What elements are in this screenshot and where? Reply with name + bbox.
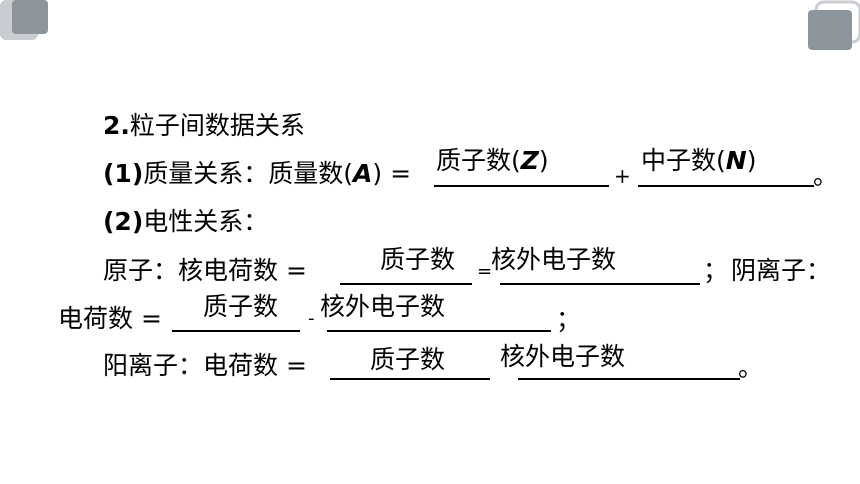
answer-cation-proton: 质子数 [370,345,446,374]
plus-sign: + [614,164,631,188]
blank-cation-1 [330,378,490,380]
item2-prefix: (2) [103,207,144,236]
anion-label-start: 阴离子： [731,256,832,285]
cation-end: 。 [738,353,764,382]
answer-proton-number-z: 质子数(Z) [436,146,549,175]
answer-anion-proton: 质子数 [203,292,279,321]
item2-label: 电性关系： [143,207,269,236]
blank-atom-2 [500,283,700,285]
blank-cation-2 [518,378,740,380]
answer-atom-proton: 质子数 [380,245,456,274]
anion-end: ； [556,305,582,334]
corner-decoration-top-left [0,0,50,50]
heading-text: 粒子间数据关系 [129,111,305,140]
atom-label: 原子：核电荷数 = [103,256,307,285]
item1-prefix: (1) [103,159,144,188]
answer-atom-electrons: 核外电子数 [491,245,617,274]
blank-anion-2 [327,330,551,332]
item1-close: ) = [372,159,412,188]
answer-neutron-number-n: 中子数(N) [641,146,757,175]
anion-minus: - [308,308,315,329]
heading-number: 2. [103,111,130,140]
anion-label: 电荷数 = [58,304,162,333]
item1-var-a: A [353,159,373,188]
blank-atom-1 [340,283,472,285]
mass-line-end: 。 [813,161,839,190]
blank-mass-1 [434,185,609,187]
blank-mass-2 [638,185,814,187]
answer-cation-electrons: 核外电子数 [500,342,626,371]
atom-equals: = [477,261,493,282]
blank-anion-1 [172,330,300,332]
corner-decoration-top-right [806,0,860,54]
item1-label: 质量关系：质量数( [143,159,354,188]
section-heading: 2.粒子间数据关系 [103,111,305,141]
electric-relation-line: (2)电性关系： [103,207,268,237]
cation-label: 阳离子：电荷数 = [103,351,307,380]
atom-separator: ； [703,256,729,285]
answer-anion-electrons: 核外电子数 [320,292,446,321]
mass-relation-line: (1)质量关系：质量数(A) = [103,159,411,189]
